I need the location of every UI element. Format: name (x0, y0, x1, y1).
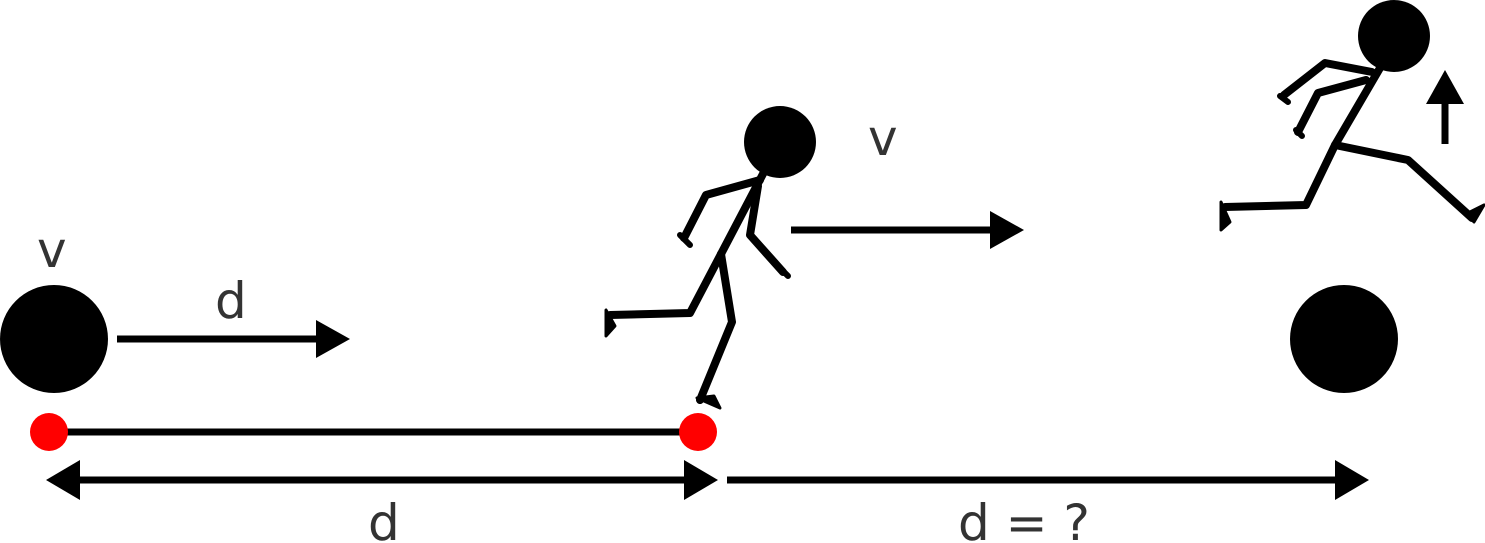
running-stick-figure-icon (604, 106, 816, 410)
runner-velocity-label: v (868, 109, 898, 167)
ball-icon-left (0, 285, 108, 393)
ball-displacement-label: d (215, 272, 247, 330)
jumping-stick-figure-icon (1219, 0, 1485, 232)
distance-right-arrow (727, 460, 1369, 500)
runner-velocity-arrow (791, 211, 1024, 249)
distance-left-arrow (46, 460, 718, 500)
start-marker (30, 413, 68, 451)
start-to-runner-segment (30, 413, 717, 451)
ball-velocity-arrow (117, 320, 350, 358)
ball-icon-right (1290, 285, 1398, 393)
jump-up-arrow (1426, 70, 1464, 144)
distance-right-label: d = ? (958, 494, 1090, 543)
ball-velocity-label: v (37, 221, 67, 279)
runner-marker (679, 413, 717, 451)
distance-left-label: d (368, 494, 400, 543)
